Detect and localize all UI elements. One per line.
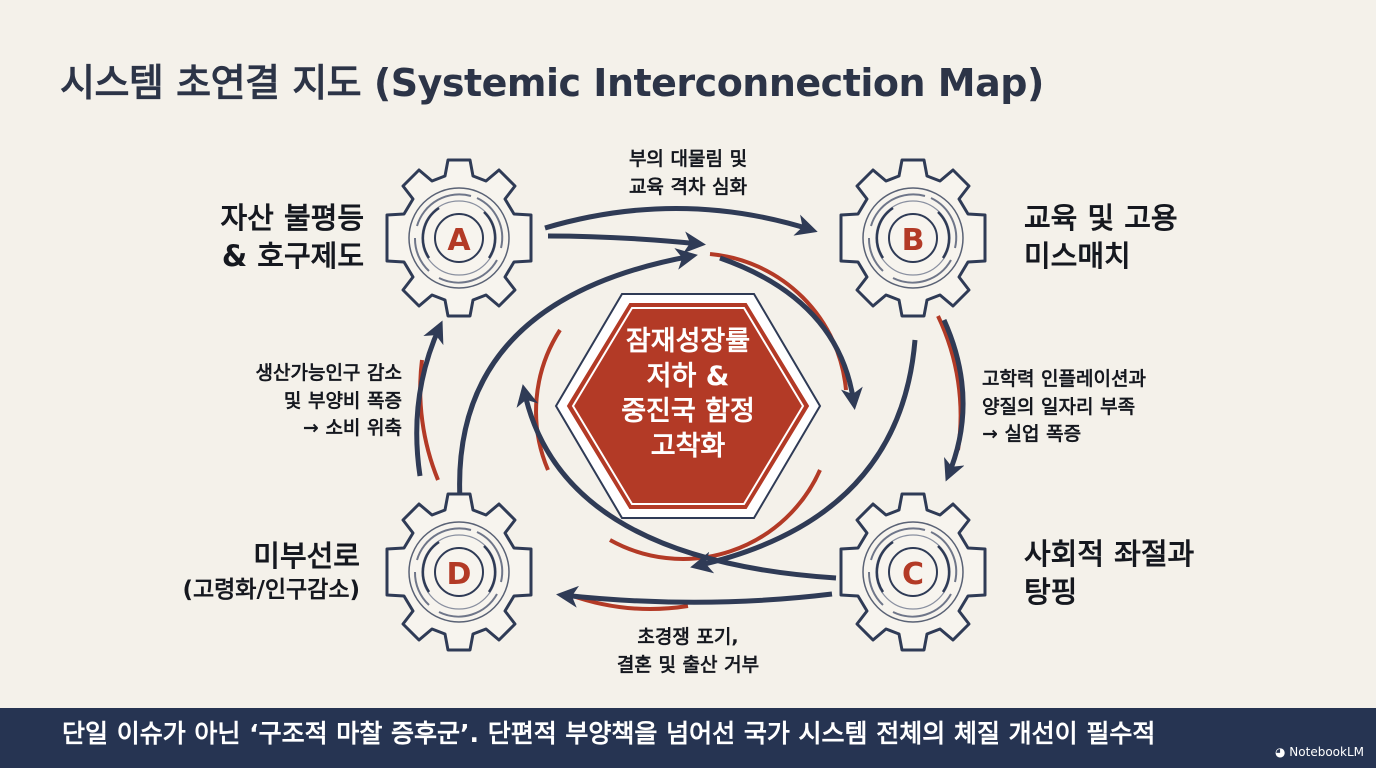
node-d-label: 미부선로 (고령화/인구감소) — [182, 539, 360, 603]
swirl-arrow-a-inner — [547, 231, 706, 254]
outer-ring-red-sw — [418, 359, 440, 481]
page-title: 시스템 초연결 지도 (Systemic Interconnection Map… — [60, 61, 1044, 105]
node-a-label: 자산 불평등 & 호구제도 — [220, 201, 365, 273]
notebook-icon: ◕ — [1274, 745, 1286, 759]
brand-watermark: ◕ NotebookLM — [1274, 745, 1364, 759]
gear-c-letter: C — [902, 557, 924, 592]
node-c-label: 사회적 좌절과 탕핑 — [1024, 537, 1195, 609]
edge-a-b-label: 부의 대물림 및 교육 격차 심화 — [628, 148, 748, 198]
gear-d-letter: D — [447, 557, 472, 592]
arrow-a-to-b — [544, 206, 818, 236]
gear-b-letter: B — [902, 223, 925, 258]
swirl-arrow-d-up — [457, 248, 698, 501]
edge-d-a-label: 생산가능인구 감소 및 부양비 폭증 → 소비 위축 — [255, 362, 402, 440]
edge-b-c-label: 고학력 인플레이션과 양질의 일자리 부족 → 실업 폭증 — [982, 368, 1146, 446]
gear-a-letter: A — [447, 223, 471, 258]
interconnection-diagram: A B C D — [385, 158, 987, 652]
bottom-banner — [0, 708, 1376, 768]
swirl-arrow-d-inner — [516, 384, 837, 581]
arrow-c-to-d — [556, 585, 833, 608]
center-hexagon-inner — [566, 303, 810, 509]
arrow-b-to-c — [941, 318, 966, 482]
arrow-d-to-a — [414, 320, 444, 477]
swirl-arrow-b-inner — [719, 255, 863, 410]
node-b-label: 교육 및 고용 미스매치 — [1024, 201, 1178, 273]
banner-text: 단일 이슈가 아닌 ‘구조적 마찰 증후군’. 단편적 부양책을 넘어선 국가 … — [62, 719, 1156, 748]
swirl-arrow-c-inner — [690, 339, 918, 574]
center-core-label: 잠재성장률 저하 & 중진국 함정 고착화 — [621, 326, 755, 463]
edge-c-d-label: 초경쟁 포기, 결혼 및 출산 거부 — [616, 626, 760, 676]
inner-ring-red-bottom — [609, 469, 822, 561]
